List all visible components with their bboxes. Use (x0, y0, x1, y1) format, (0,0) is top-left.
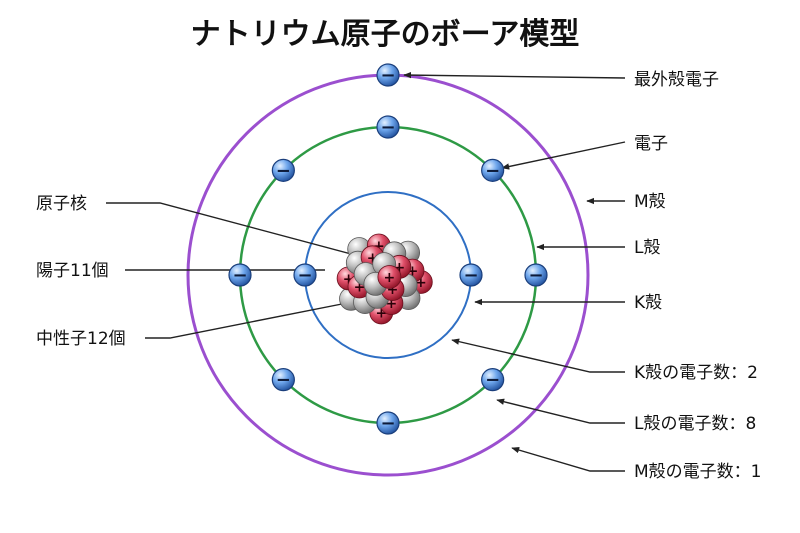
electron: − (459, 263, 483, 287)
leader-nucleus (106, 202, 356, 256)
proton-sign: + (384, 270, 396, 286)
electron: − (481, 158, 505, 182)
proton-sign: + (354, 280, 366, 296)
proton-sign: + (375, 306, 387, 322)
electron-sign: − (463, 265, 478, 286)
leader-lines (106, 71, 626, 472)
label-outer-electron: 最外殻電子 (634, 70, 719, 90)
proton-body (377, 265, 402, 289)
label-m-shell: M殻 (634, 192, 666, 212)
electron: − (524, 263, 548, 287)
leader-neutrons (145, 301, 353, 339)
electron-body (376, 411, 400, 435)
electron: − (376, 411, 400, 435)
electron-sign: − (485, 160, 500, 181)
electron-body (376, 63, 400, 87)
electron-body (459, 263, 483, 287)
electron-body (271, 158, 295, 182)
electron: − (271, 368, 295, 392)
proton-sign: + (386, 296, 398, 312)
electron-sign: − (380, 65, 395, 86)
electron-sign: − (276, 370, 291, 391)
electron-body (481, 368, 505, 392)
electron-body (376, 115, 400, 139)
label-l-shell: L殻 (634, 238, 660, 258)
electron-body (271, 368, 295, 392)
leader-outer-electron (403, 71, 626, 79)
proton: + (377, 265, 402, 289)
proton-sign: + (387, 282, 399, 298)
leader-l-count (496, 398, 625, 424)
proton-sign: + (367, 250, 379, 266)
electron: − (293, 263, 317, 287)
electron: − (271, 158, 295, 182)
label-electron: 電子 (634, 134, 668, 154)
electron: − (228, 263, 252, 287)
label-l-count: L殻の電子数：8 (634, 414, 756, 434)
electron: − (376, 63, 400, 87)
proton-sign: + (394, 260, 406, 276)
electron: − (481, 368, 505, 392)
proton-sign: + (343, 271, 355, 287)
electron-body (524, 263, 548, 287)
electron: − (376, 115, 400, 139)
label-m-count: M殻の電子数：1 (634, 462, 761, 482)
leader-m-count (511, 446, 625, 472)
nucleus: +++++++++++ (336, 233, 433, 325)
label-nucleus: 原子核 (36, 194, 87, 214)
leader-electron (501, 141, 626, 170)
electron-sign: − (297, 265, 312, 286)
proton-sign: + (373, 239, 385, 255)
electron-body (481, 158, 505, 182)
electron-sign: − (485, 370, 500, 391)
electron-body (293, 263, 317, 287)
electron-sign: − (276, 160, 291, 181)
label-k-count: K殻の電子数：2 (634, 363, 758, 383)
electron-sign: − (380, 117, 395, 138)
leader-k-count (451, 338, 625, 373)
electron-sign: − (232, 265, 247, 286)
proton-sign: + (407, 264, 419, 280)
label-protons: 陽子11個 (36, 261, 109, 281)
electron-body (228, 263, 252, 287)
electron-sign: − (380, 413, 395, 434)
label-neutrons: 中性子12個 (36, 329, 126, 349)
labels: 最外殻電子 電子 M殻 L殻 K殻 K殻の電子数：2 L殻の電子数：8 M殻の電… (36, 70, 761, 482)
electron-sign: − (528, 265, 543, 286)
electrons: − − − − − − − − − − − (228, 63, 548, 435)
page-title: ナトリウム原子のボーア模型 (191, 17, 580, 52)
label-k-shell: K殻 (634, 293, 662, 313)
proton-sign: + (415, 275, 427, 291)
